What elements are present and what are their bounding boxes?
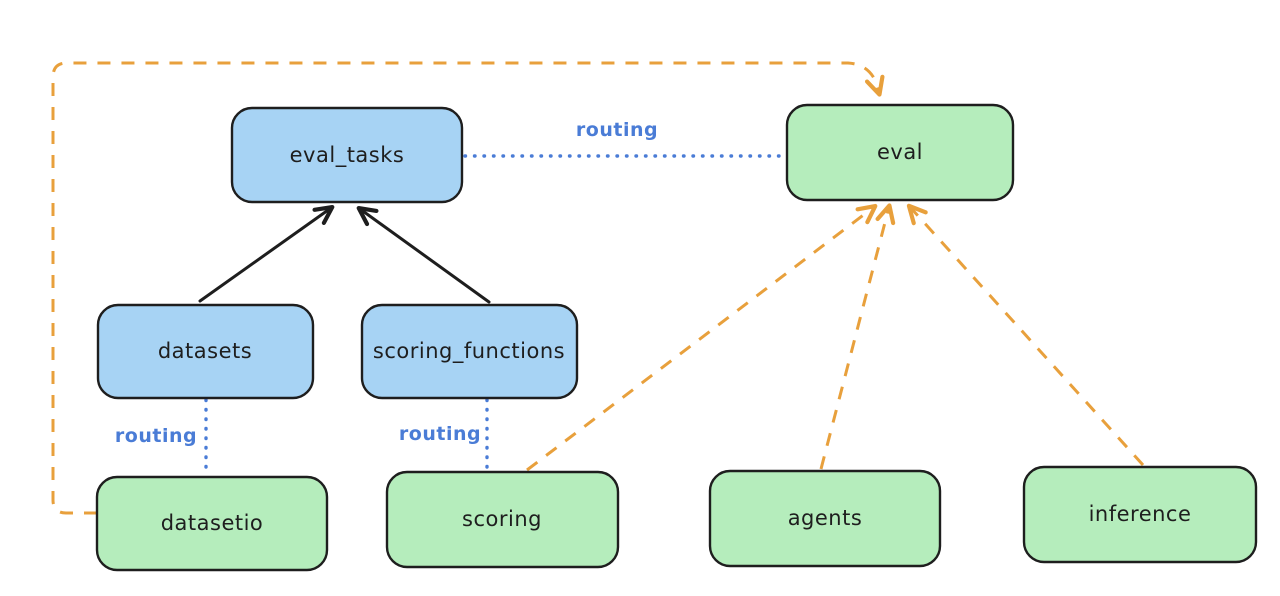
edge-agents-eval [819,203,896,470]
node-datasets-label: datasets [158,339,252,363]
node-scoring_functions-label: scoring_functions [373,339,565,364]
edge-datasets-eval_tasks [198,204,335,303]
edge-scoring-eval [526,203,878,472]
node-inference-label: inference [1089,502,1192,526]
node-scoring_functions: scoring_functions [360,303,579,400]
edge-inference-eval [906,203,1145,467]
node-eval-label: eval [877,140,923,164]
routing-label-datasets: routing [115,425,197,447]
edge-scoring_functions-eval_tasks [356,205,491,304]
node-eval: eval [785,103,1015,202]
node-eval_tasks-label: eval_tasks [290,143,405,168]
node-datasetio-label: datasetio [161,511,264,535]
node-scoring-label: scoring [462,507,542,531]
node-eval_tasks: eval_tasks [230,106,464,204]
routing-label-top: routing [576,119,658,141]
node-agents-label: agents [788,506,863,530]
node-inference: inference [1022,465,1258,564]
node-scoring: scoring [385,470,620,569]
node-datasetio: datasetio [95,475,329,572]
node-datasets: datasets [96,303,315,400]
node-agents: agents [708,469,942,568]
routing-label-scoring: routing [399,423,481,445]
edge-datasetio-eval-loop [51,61,885,515]
